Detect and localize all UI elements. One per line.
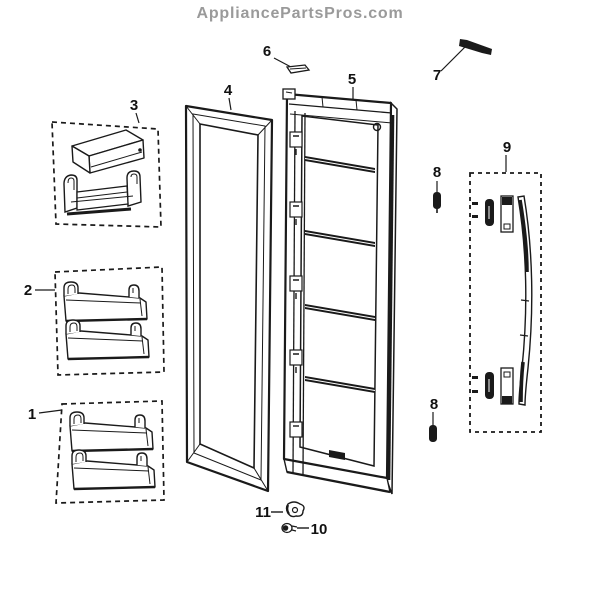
rail-clip — [289, 201, 303, 225]
callout-8-lower: 8 — [430, 396, 438, 413]
fastener — [472, 376, 478, 379]
callout-1: 1 — [28, 406, 36, 423]
callout-4: 4 — [224, 82, 233, 99]
leader-line-1 — [38, 409, 63, 414]
group-3-dairy-bin: 3 — [51, 97, 162, 228]
hinge-rail — [289, 110, 306, 475]
group-3-dashed-box — [51, 121, 162, 228]
brand-watermark: AppliancePartsPros.com — [197, 5, 404, 22]
callout-5: 5 — [348, 71, 356, 88]
door-bin — [62, 280, 149, 323]
part-11-bushing: 11 — [255, 501, 305, 521]
callout-10: 10 — [311, 521, 328, 538]
fastener — [472, 202, 478, 205]
screw-shape — [433, 192, 441, 209]
part-10-grommet: 10 — [281, 521, 328, 538]
handle-mount-upper — [500, 195, 514, 233]
callout-9: 9 — [503, 139, 511, 156]
fridge-door-assembly: 5 — [282, 71, 398, 495]
screw-shape — [429, 425, 437, 442]
door-bin — [64, 318, 151, 361]
group-2-dashed-box — [54, 266, 165, 376]
door-handle — [517, 195, 533, 406]
door-liner-frame — [299, 115, 379, 467]
group-9-dashed-box — [469, 172, 542, 433]
rail-clip — [289, 349, 303, 373]
leader-line-3 — [135, 112, 140, 124]
leader-line-4 — [228, 97, 232, 111]
rail-clip — [289, 275, 303, 299]
part-8-screw-upper: 8 — [433, 164, 441, 213]
handle-mount-lower — [500, 367, 514, 405]
group-1-door-bins: 1 — [28, 400, 165, 504]
rail-clip — [289, 131, 303, 155]
callout-7: 7 — [433, 67, 441, 84]
dairy-bin-cover — [71, 129, 145, 174]
callout-11: 11 — [255, 504, 271, 521]
leader-line-7 — [440, 45, 467, 72]
door-shelf-rails — [304, 156, 376, 393]
callout-8-upper: 8 — [433, 164, 441, 181]
trim-bar-shape — [459, 39, 492, 55]
callout-6: 6 — [263, 43, 271, 60]
door-gasket: 4 — [184, 82, 274, 493]
dairy-bin-body — [63, 170, 142, 216]
callout-3: 3 — [130, 97, 138, 114]
grommet-shape — [281, 522, 298, 534]
door-bin — [68, 410, 155, 453]
fastener — [472, 390, 478, 393]
callout-2: 2 — [24, 282, 32, 299]
leader-line-6 — [273, 57, 292, 68]
hinge-cap — [282, 88, 296, 100]
part-8-screw-lower: 8 — [429, 396, 438, 442]
bushing-shape — [285, 501, 305, 518]
fastener — [472, 215, 478, 218]
group-1-dashed-box — [55, 400, 165, 504]
group-9-handle-kit: 9 — [469, 139, 542, 433]
rail-clip — [289, 421, 303, 438]
door-vent — [329, 450, 345, 460]
part-6-clip: 6 — [263, 43, 311, 74]
door-bin — [70, 448, 157, 491]
part-7-trim-bar: 7 — [433, 39, 492, 84]
group-2-door-bins: 2 — [24, 266, 165, 376]
